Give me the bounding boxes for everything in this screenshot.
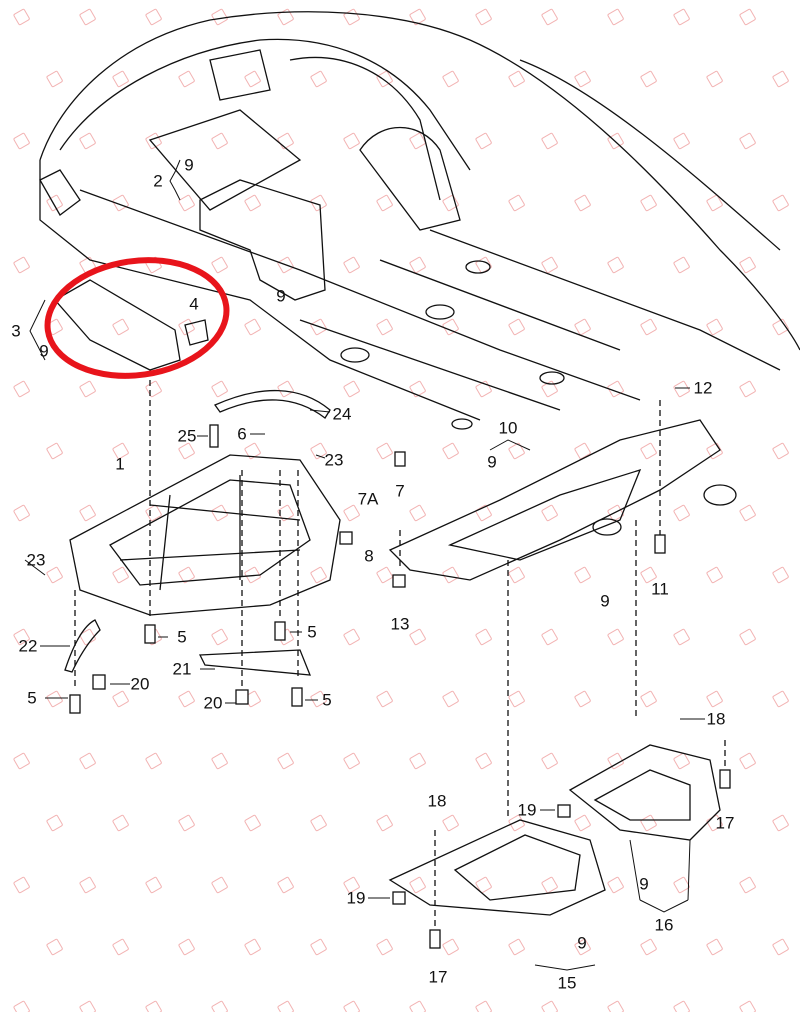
heat-shield-part-2 bbox=[199, 179, 326, 301]
strip-part-21 bbox=[198, 649, 311, 676]
callout-15: 15 bbox=[557, 973, 577, 993]
callout-8: 8 bbox=[364, 546, 374, 566]
underbody-panel-part-10 bbox=[388, 419, 721, 581]
callout-9: 9 bbox=[600, 591, 610, 611]
highlight-circle bbox=[44, 257, 230, 379]
underbody-panel-part-15 bbox=[388, 819, 606, 916]
strip-part-22 bbox=[64, 619, 101, 673]
callout-1: 1 bbox=[115, 454, 125, 474]
callout-23: 23 bbox=[324, 450, 344, 470]
callout-23: 23 bbox=[26, 550, 46, 570]
callout-12: 12 bbox=[693, 378, 713, 398]
callout-19: 19 bbox=[346, 888, 366, 908]
callout-18: 18 bbox=[706, 709, 726, 729]
fasteners bbox=[74, 380, 726, 930]
callout-5: 5 bbox=[177, 627, 187, 647]
callout-25: 25 bbox=[177, 426, 197, 446]
callout-brackets bbox=[29, 159, 691, 971]
callout-7: 7 bbox=[395, 481, 405, 501]
car-body bbox=[39, 11, 800, 506]
callout-22: 22 bbox=[18, 636, 38, 656]
bracket-part-3 bbox=[53, 279, 181, 371]
callout-20: 20 bbox=[130, 674, 150, 694]
callout-17: 17 bbox=[715, 813, 735, 833]
callout-3: 3 bbox=[11, 321, 21, 341]
callout-9: 9 bbox=[487, 452, 497, 472]
callout-9: 9 bbox=[184, 155, 194, 175]
callout-13: 13 bbox=[390, 614, 410, 634]
screw-icons bbox=[69, 424, 731, 949]
callout-9: 9 bbox=[639, 874, 649, 894]
callout-9: 9 bbox=[577, 933, 587, 953]
callout-2: 2 bbox=[153, 171, 163, 191]
bracket-part-4 bbox=[184, 319, 209, 346]
callout-20: 20 bbox=[203, 693, 223, 713]
callout-5: 5 bbox=[307, 622, 317, 642]
callout-4: 4 bbox=[189, 294, 199, 314]
callout-18: 18 bbox=[427, 791, 447, 811]
callout-5: 5 bbox=[322, 690, 332, 710]
underbody-panel-part-16 bbox=[568, 744, 721, 841]
callout-7a: 7A bbox=[357, 489, 379, 509]
callout-24: 24 bbox=[332, 404, 352, 424]
underbody-panel-part-1 bbox=[69, 454, 341, 616]
callout-9: 9 bbox=[276, 286, 286, 306]
callout-9: 9 bbox=[39, 341, 49, 361]
callout-10: 10 bbox=[498, 418, 518, 438]
callout-21: 21 bbox=[172, 659, 192, 679]
callout-5: 5 bbox=[27, 688, 37, 708]
callout-17: 17 bbox=[428, 967, 448, 987]
callout-16: 16 bbox=[654, 915, 674, 935]
callout-11: 11 bbox=[651, 579, 669, 599]
leader-lines bbox=[24, 387, 705, 899]
strip-part-24 bbox=[214, 389, 331, 419]
callout-6: 6 bbox=[237, 424, 247, 444]
callout-19: 19 bbox=[517, 800, 537, 820]
